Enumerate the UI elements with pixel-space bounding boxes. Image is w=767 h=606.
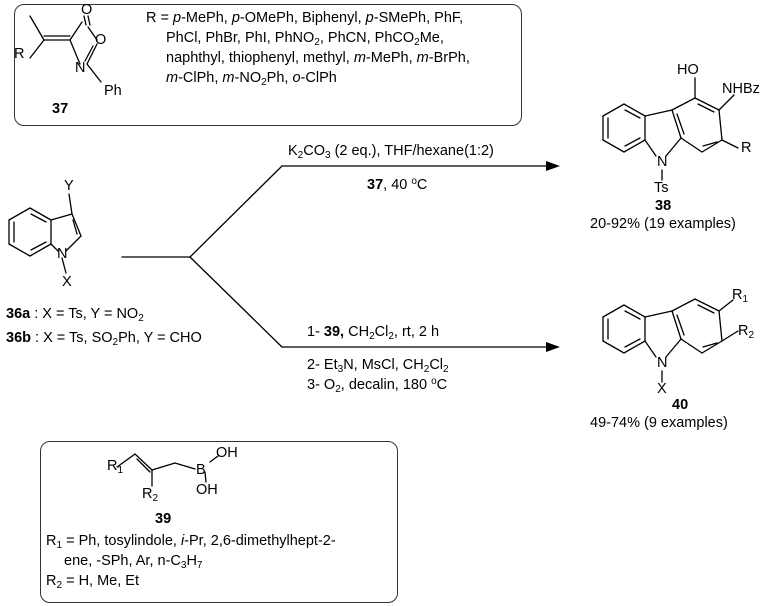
lower-step-1: 1- 39, CH2Cl2, rt, 2 h <box>307 324 440 342</box>
r-definition-line-4: m-ClPh, m-NO2Ph, o-ClPh <box>166 70 337 88</box>
substituent-ho: HO <box>677 62 699 78</box>
atom-n-40: N <box>657 355 668 371</box>
substituent-r: R <box>14 46 25 62</box>
r2-definition-line: R2 = H, Me, Et <box>46 573 140 591</box>
reagent-37-box <box>14 4 522 126</box>
reagent-39-box <box>40 441 398 603</box>
r-definition-line-2: PhCl, PhBr, PhI, PhNO2, PhCN, PhCO2Me, <box>166 30 444 48</box>
atom-n: N <box>75 60 86 76</box>
r1-definition-line-2: ene, -SPh, Ar, n-C3H7 <box>64 553 203 571</box>
compound-36a-label: 36a : X = Ts, Y = NO2 <box>6 306 144 324</box>
compound-39-label: 39 <box>155 511 172 527</box>
compound-38-label: 38 <box>655 198 672 214</box>
hydroxyl-1: OH <box>216 445 238 461</box>
hydroxyl-2: OH <box>196 482 218 498</box>
substituent-ts: Ts <box>654 180 669 196</box>
substituent-nhbz: NHBz <box>722 81 760 97</box>
atom-o-carbonyl: O <box>81 2 93 18</box>
reaction-branch-lines <box>121 165 552 348</box>
upper-reagent-conditions: K2CO3 (2 eq.), THF/hexane(1:2) <box>288 143 494 161</box>
oxazolone-structure <box>29 15 102 83</box>
substituent-r1-39: R1 <box>107 458 124 476</box>
indole-atom-n: N <box>57 246 68 262</box>
upper-reagent-temperature: 37, 40 oC <box>367 176 428 194</box>
indole-substituent-x: X <box>62 274 72 290</box>
atom-b: B <box>196 462 206 478</box>
compound-37-label: 37 <box>52 101 69 117</box>
r1-definition-line-1: R1 = Ph, tosylindole, i-Pr, 2,6-dimethyl… <box>46 533 336 551</box>
indole-substituent-y: Y <box>64 178 74 194</box>
carbazole-40-structure <box>602 298 739 383</box>
carbazole-38-structure <box>602 77 739 181</box>
yield-38: 20-92% (19 examples) <box>590 216 736 232</box>
r-definition-line-1: R = p-MePh, p-OMePh, Biphenyl, p-SMePh, … <box>146 10 464 26</box>
allylboronic-acid-structure <box>116 453 219 487</box>
indole-structure <box>8 193 82 274</box>
substituent-r-38: R <box>741 140 752 156</box>
r-definition-line-3: naphthyl, thiophenyl, methyl, m-MePh, m-… <box>166 50 470 66</box>
lower-step-3: 3- O2, decalin, 180 oC <box>307 376 448 395</box>
lower-arrow-head <box>546 342 560 352</box>
atom-o-ring: O <box>95 32 107 48</box>
substituent-r2-40: R2 <box>738 323 755 341</box>
substituent-r1-40: R1 <box>732 287 749 305</box>
atom-n-38: N <box>657 154 668 170</box>
substituent-ph: Ph <box>104 83 122 99</box>
yield-40: 49-74% (9 examples) <box>590 415 728 431</box>
compound-40-label: 40 <box>672 397 689 413</box>
compound-36b-label: 36b : X = Ts, SO2Ph, Y = CHO <box>6 330 202 348</box>
substituent-r2-39: R2 <box>142 486 159 504</box>
lower-step-2: 2- Et3N, MsCl, CH2Cl2 <box>307 357 449 375</box>
upper-arrow-head <box>546 161 560 171</box>
substituent-x-40: X <box>657 381 667 397</box>
